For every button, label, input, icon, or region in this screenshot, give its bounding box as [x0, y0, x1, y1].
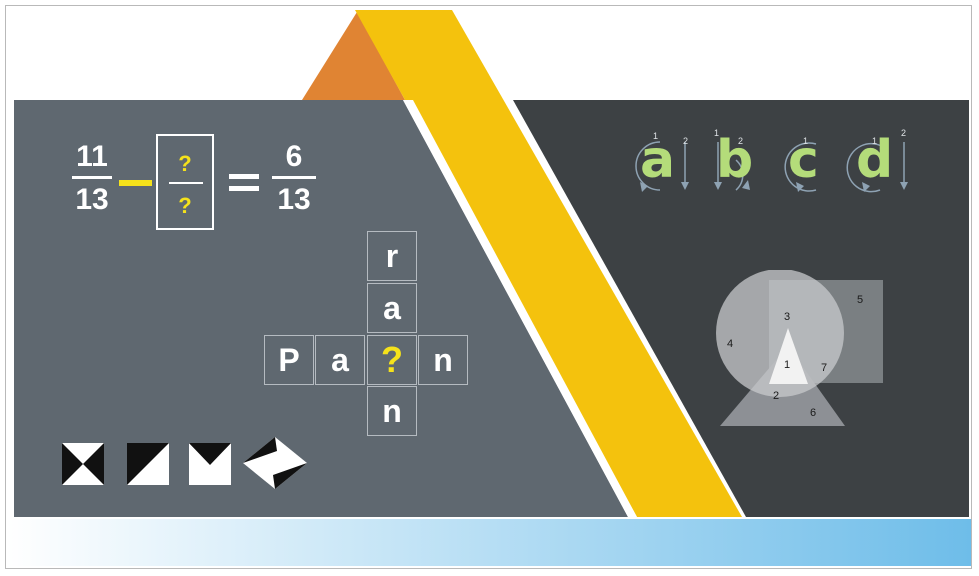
- outer-frame: [5, 5, 972, 569]
- rotated-tile-icon: [243, 437, 307, 489]
- word-cell-vertical-1: r: [367, 231, 417, 281]
- region-2-label: 2: [773, 390, 780, 402]
- word-cell-unknown: ?: [367, 335, 417, 385]
- left-fraction: 11 13: [72, 142, 112, 215]
- letter-d-stroke-2: 2: [901, 128, 907, 138]
- right-fraction-bar: [272, 176, 316, 179]
- region-1-label: 1: [784, 359, 791, 371]
- letter-a-stroke-1: 1: [653, 131, 659, 141]
- unknown-fraction-box: ? ?: [156, 134, 214, 230]
- word-cell-horizontal-4: n: [418, 335, 468, 385]
- stroke-guide-arcs: [635, 141, 908, 193]
- letter-b-stroke-2: 2: [738, 136, 744, 146]
- right-fraction: 6 13: [272, 142, 316, 215]
- left-denominator: 13: [75, 183, 109, 216]
- diagonal-tile-icon: [127, 443, 169, 485]
- left-numerator: 11: [76, 140, 108, 173]
- letter-b-stroke-1: 1: [714, 128, 720, 138]
- letter-c-stroke-1: 1: [803, 136, 809, 146]
- unknown-fraction-bar: [169, 182, 203, 184]
- minus-sign: [119, 180, 152, 186]
- right-denominator: 13: [277, 183, 311, 216]
- yellow-stripe: [355, 10, 742, 517]
- letter-d: d: [856, 130, 894, 190]
- word-cell-vertical-4: n: [367, 386, 417, 436]
- circle-shape: [716, 270, 844, 397]
- overlapping-shapes-diagram: [716, 270, 883, 426]
- orange-triangle: [302, 12, 405, 100]
- inner-triangle-shape: [769, 328, 808, 384]
- unknown-denominator: ?: [178, 193, 192, 218]
- region-4-label: 4: [727, 338, 734, 350]
- left-panel: [14, 100, 628, 517]
- equals-sign-top: [229, 174, 259, 179]
- white-stripe-edge: [403, 100, 637, 517]
- letter-a-stroke-2: 2: [683, 136, 689, 146]
- letter-b: b: [716, 130, 754, 190]
- chevron-tile-icon: [189, 443, 231, 485]
- letter-d-stroke-1: 1: [872, 136, 878, 146]
- letter-c: c: [788, 130, 819, 190]
- bowtie-tile-icon: [62, 443, 104, 485]
- unknown-numerator: ?: [178, 151, 192, 176]
- region-6-label: 6: [810, 407, 817, 419]
- letter-a: a: [640, 130, 676, 190]
- region-5-label: 5: [857, 294, 864, 306]
- region-3-label: 3: [784, 311, 791, 323]
- left-fraction-bar: [72, 176, 112, 179]
- word-cell-vertical-2: a: [367, 283, 417, 333]
- word-cell-horizontal-2: a: [315, 335, 365, 385]
- region-7-label: 7: [821, 362, 828, 374]
- right-numerator: 6: [285, 140, 303, 173]
- equals-sign-bottom: [229, 186, 259, 191]
- word-cell-horizontal-1: P: [264, 335, 314, 385]
- bottom-gradient-band: [7, 519, 971, 566]
